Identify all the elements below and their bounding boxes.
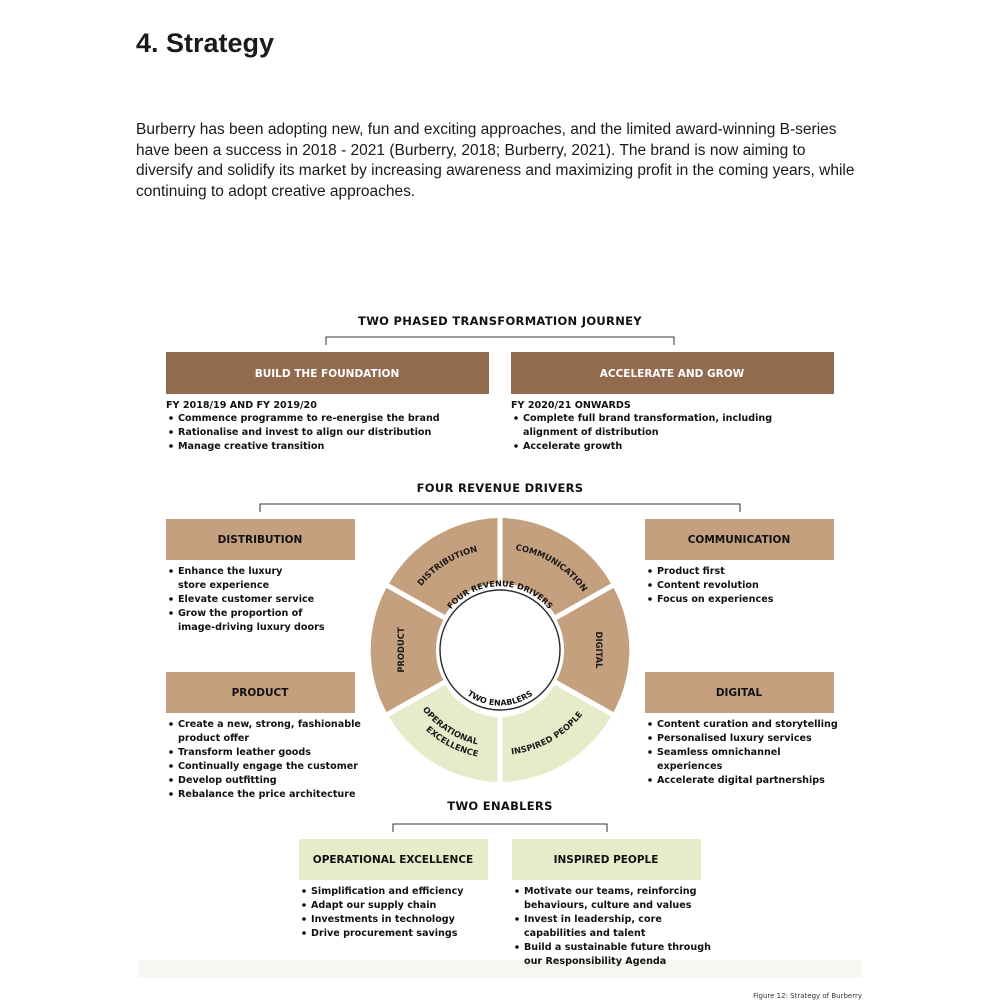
driver-label-product: PRODUCT bbox=[232, 687, 290, 699]
enabler-box-operational bbox=[299, 839, 488, 880]
list-item: capabilities and talent bbox=[524, 928, 646, 939]
drivers-title: FOUR REVENUE DRIVERS bbox=[417, 481, 584, 495]
enabler-label-operational: OPERATIONAL EXCELLENCE bbox=[313, 854, 473, 866]
driver-bullets-product: Create a new, strong, fashionable produc… bbox=[169, 719, 361, 800]
enabler-label-inspired: INSPIRED PEOPLE bbox=[554, 854, 659, 866]
list-item: Accelerate growth bbox=[523, 441, 622, 452]
phases-title: TWO PHASED TRANSFORMATION JOURNEY bbox=[358, 314, 642, 328]
strategy-wheel: FOUR REVENUE DRIVERS TWO ENABLERS DISTRI… bbox=[370, 518, 630, 782]
list-item: Manage creative transition bbox=[178, 441, 324, 452]
list-item: Accelerate digital partnerships bbox=[657, 775, 825, 786]
list-item: Product first bbox=[657, 566, 725, 577]
list-item: Elevate customer service bbox=[178, 594, 315, 605]
list-item: Simplification and efficiency bbox=[311, 886, 464, 897]
enabler-bullets-operational: Simplification and efficiency Adapt our … bbox=[302, 886, 464, 939]
list-item: behaviours, culture and values bbox=[524, 900, 692, 911]
wheel-label-product: PRODUCT bbox=[396, 627, 406, 673]
driver-box-digital bbox=[645, 672, 834, 713]
figure-caption: Figure 12: Strategy of Burberry bbox=[753, 992, 862, 1000]
wheel-label-digital: DIGITAL bbox=[594, 632, 604, 670]
wheel-segment-digital bbox=[556, 587, 630, 713]
drivers-bracket bbox=[259, 503, 741, 512]
list-item: Continually engage the customer bbox=[178, 761, 358, 772]
phase-label-accelerate: ACCELERATE AND GROW bbox=[600, 368, 745, 380]
list-item: Commence programme to re-energise the br… bbox=[178, 413, 440, 424]
wheel-segment-inspired-people bbox=[502, 684, 612, 782]
driver-label-digital: DIGITAL bbox=[716, 687, 763, 699]
wheel-segment-operational-excellence bbox=[388, 684, 498, 782]
driver-box-product bbox=[166, 672, 355, 713]
list-item: Content curation and storytelling bbox=[657, 719, 838, 730]
list-item: Transform leather goods bbox=[178, 747, 311, 758]
driver-box-distribution bbox=[166, 519, 355, 560]
list-item: Focus on experiences bbox=[657, 594, 774, 605]
list-item: Seamless omnichannel bbox=[657, 747, 781, 758]
list-item: image-driving luxury doors bbox=[178, 622, 325, 633]
list-item: Build a sustainable future through bbox=[524, 942, 711, 953]
list-item: Enhance the luxury bbox=[178, 566, 283, 577]
list-item: product offer bbox=[178, 733, 249, 744]
enablers-title: TWO ENABLERS bbox=[447, 799, 552, 813]
phase-box-build bbox=[166, 352, 489, 394]
page-title: 4. Strategy bbox=[136, 28, 275, 58]
list-item: Complete full brand transformation, incl… bbox=[523, 413, 772, 424]
list-item: experiences bbox=[657, 761, 723, 772]
phase-period-build: FY 2018/19 AND FY 2019/20 bbox=[166, 400, 317, 411]
driver-bullets-communication: Product first Content revolution Focus o… bbox=[648, 566, 774, 605]
enabler-bullets-inspired: Motivate our teams, reinforcing behaviou… bbox=[515, 886, 711, 967]
wheel-segment-product bbox=[370, 587, 444, 713]
enablers-bracket bbox=[392, 823, 608, 832]
wheel-inner-ring bbox=[439, 589, 561, 711]
list-item: Content revolution bbox=[657, 580, 759, 591]
phase-label-build: BUILD THE FOUNDATION bbox=[255, 368, 400, 380]
list-item: alignment of distribution bbox=[523, 427, 659, 438]
list-item: Create a new, strong, fashionable bbox=[178, 719, 361, 730]
list-item: our Responsibility Agenda bbox=[524, 956, 666, 967]
wheel-segment-communication bbox=[502, 518, 612, 616]
list-item: Drive procurement savings bbox=[311, 928, 458, 939]
list-item: Personalised luxury services bbox=[657, 733, 812, 744]
enabler-box-inspired bbox=[512, 839, 701, 880]
phase-bullets-accelerate: Complete full brand transformation, incl… bbox=[514, 413, 772, 452]
phase-period-accelerate: FY 2020/21 ONWARDS bbox=[511, 400, 631, 411]
list-item: Rationalise and invest to align our dist… bbox=[178, 427, 432, 438]
intro-paragraph: Burberry has been adopting new, fun and … bbox=[136, 121, 855, 200]
diagram-background bbox=[138, 960, 862, 978]
phase-box-accelerate bbox=[511, 352, 834, 394]
list-item: store experience bbox=[178, 580, 270, 591]
list-item: Rebalance the price architecture bbox=[178, 789, 356, 800]
phase-bullets-build: Commence programme to re-energise the br… bbox=[169, 413, 440, 452]
list-item: Grow the proportion of bbox=[178, 608, 303, 619]
list-item: Invest in leadership, core bbox=[524, 914, 662, 925]
driver-bullets-distribution: Enhance the luxury store experience Elev… bbox=[169, 566, 325, 633]
driver-box-communication bbox=[645, 519, 834, 560]
list-item: Motivate our teams, reinforcing bbox=[524, 886, 697, 897]
list-item: Investments in technology bbox=[311, 914, 456, 925]
phases-bracket bbox=[325, 336, 675, 345]
list-item: Develop outfitting bbox=[178, 775, 277, 786]
driver-label-distribution: DISTRIBUTION bbox=[218, 534, 303, 546]
list-item: Adapt our supply chain bbox=[311, 900, 436, 911]
driver-label-communication: COMMUNICATION bbox=[688, 534, 791, 546]
wheel-segment-distribution bbox=[388, 518, 498, 616]
driver-bullets-digital: Content curation and storytelling Person… bbox=[648, 719, 838, 786]
